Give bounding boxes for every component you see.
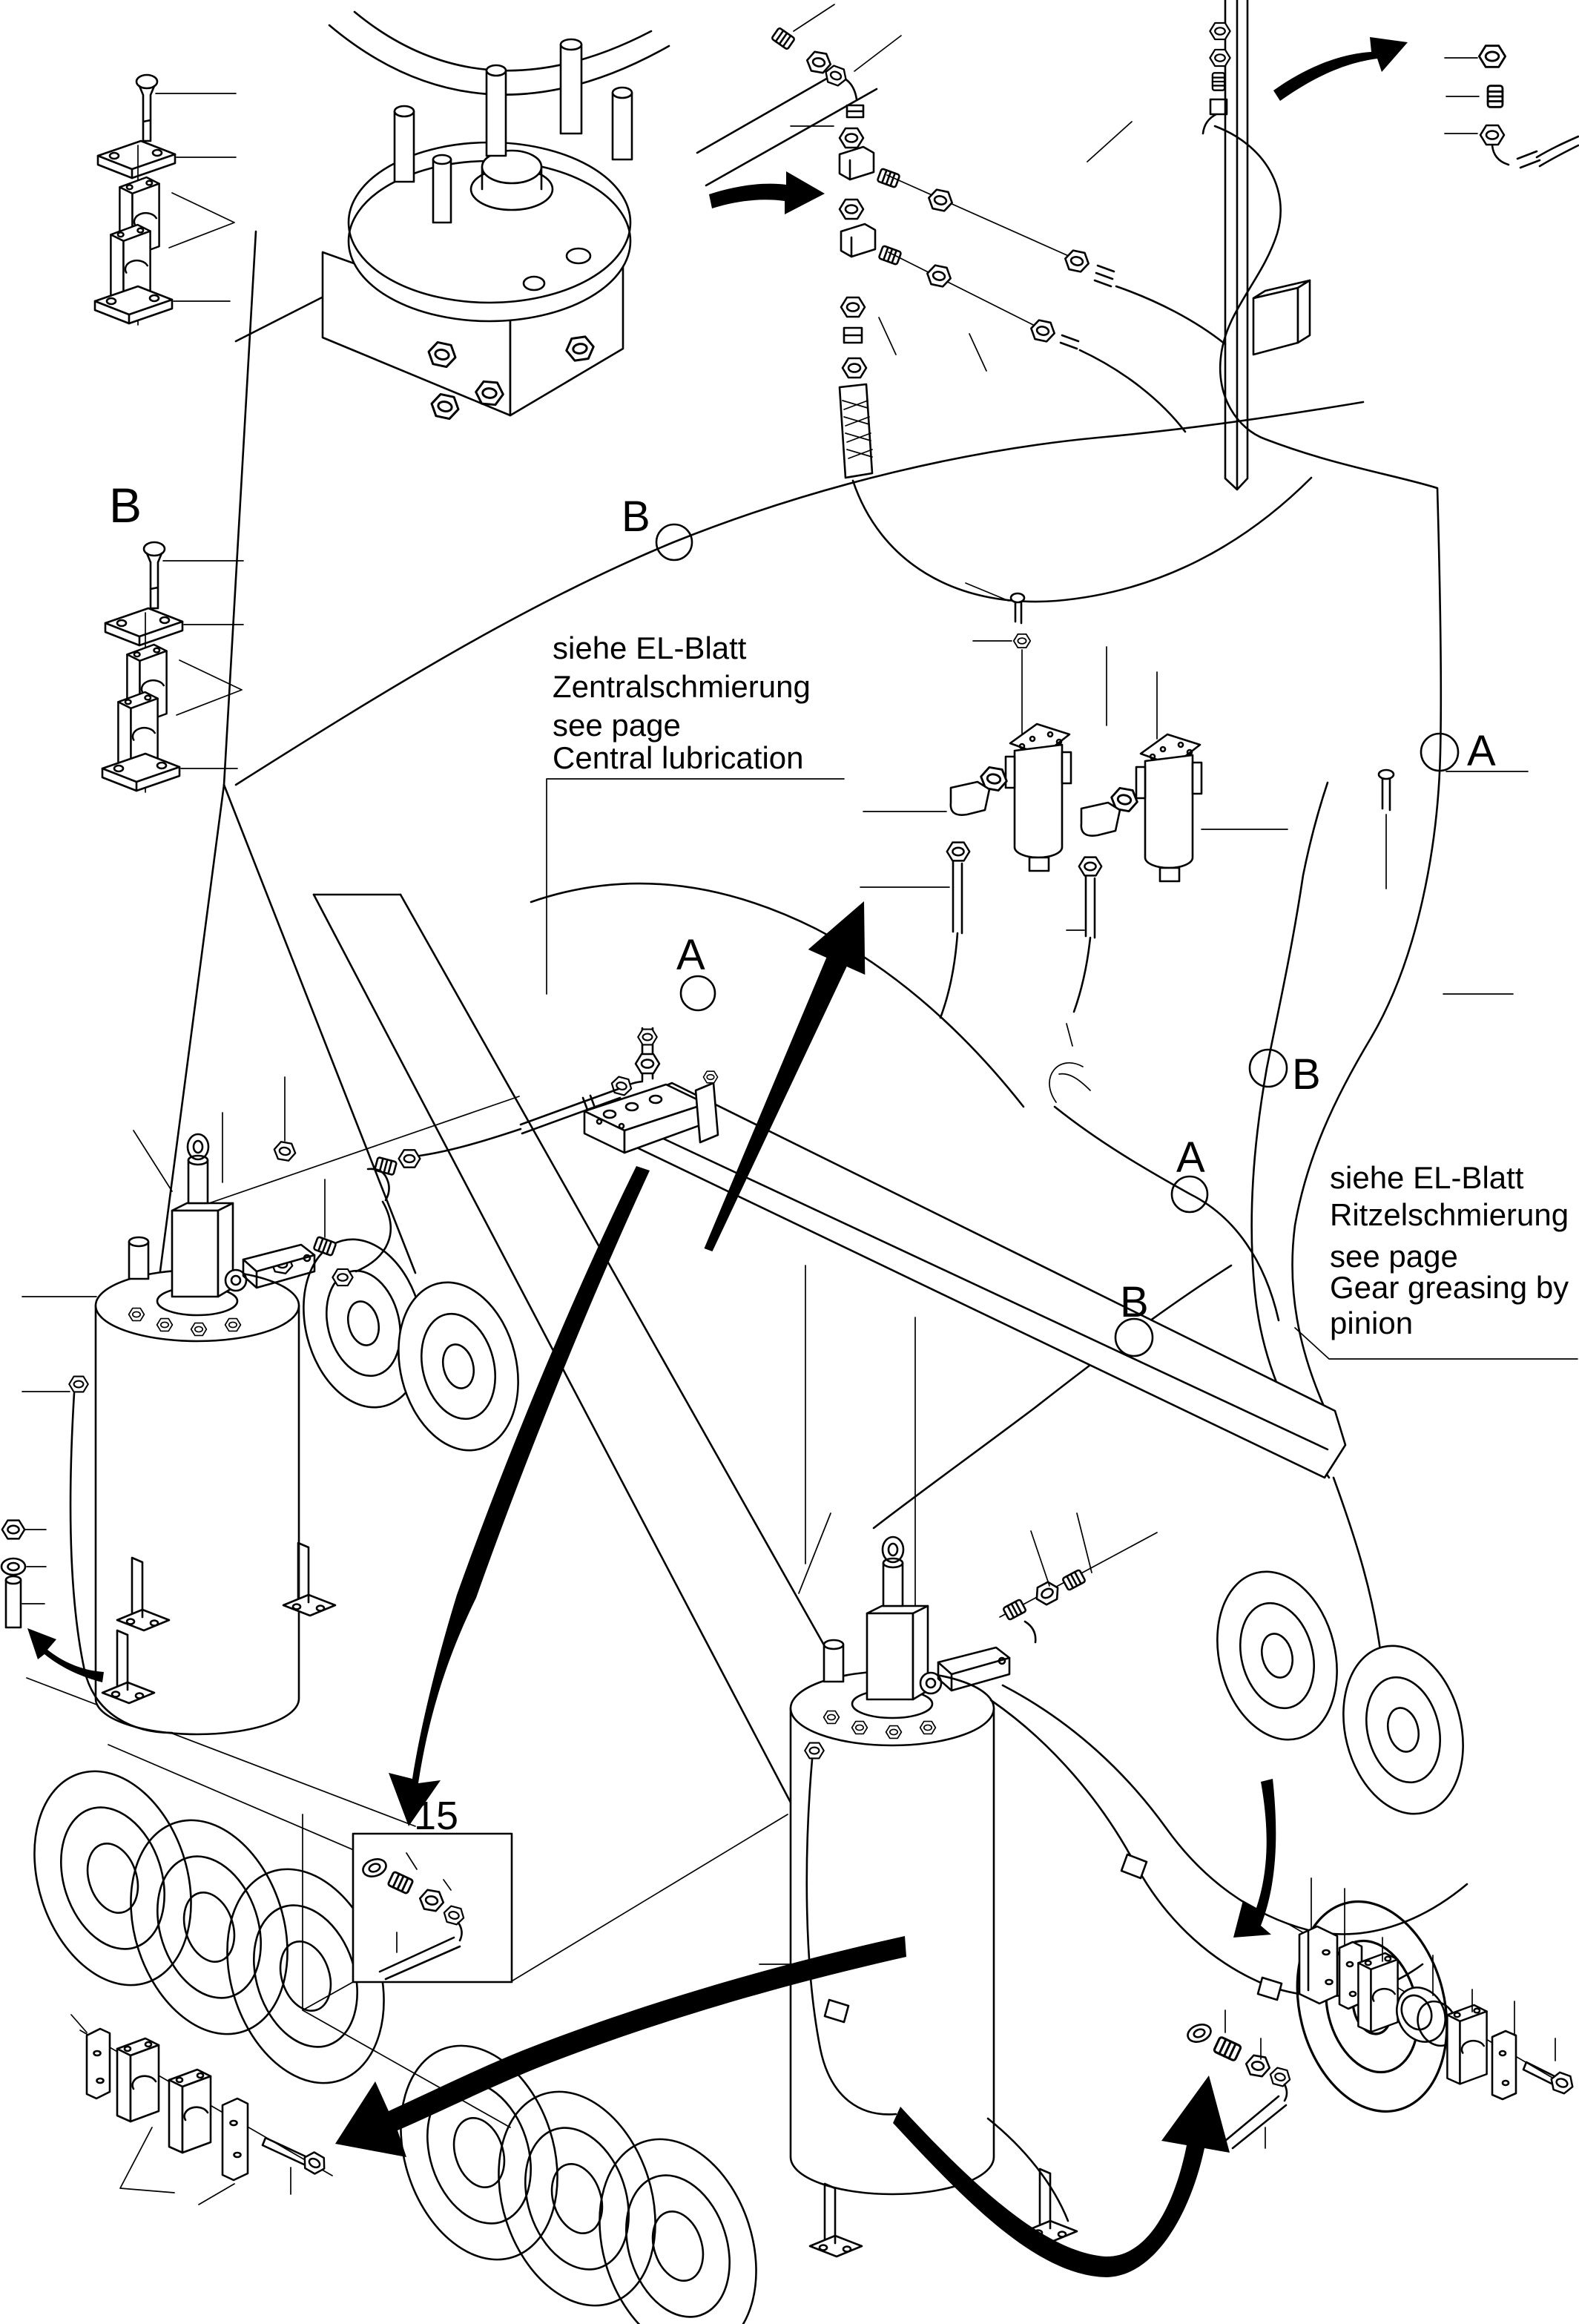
clamp-assembly-bottom-left: [70, 2014, 333, 2205]
ref-marker-circle-a-center: [679, 975, 716, 1012]
note-central-en-line2: Central lubrication: [553, 740, 804, 775]
ref-letter-b-top-left: B: [109, 478, 142, 533]
note-pinion-de-line1: siehe EL-Blatt: [1330, 1160, 1524, 1195]
arrow-to-filters: [704, 901, 866, 1251]
distributor-manifold: [332, 1027, 719, 1287]
ref-marker-circle-b-mid: [655, 523, 693, 562]
note-central-en-line1: see page: [553, 708, 681, 743]
note-central-lubrication: siehe EL-Blatt Zentralschmierung see pag…: [546, 631, 845, 995]
note-central-leader: [546, 778, 845, 995]
ref-letter-a-center: A: [676, 931, 705, 979]
bolt-set-left-edge: [0, 1519, 156, 1705]
note-pinion-de-line2: Ritzelschmierung: [1330, 1197, 1569, 1232]
note-pinion-en-line2: Gear greasing by: [1330, 1270, 1569, 1305]
arrow-to-fitting-chain: [709, 171, 825, 214]
grease-line-hoses: [234, 125, 1443, 1657]
note-central-de-line1: siehe EL-Blatt: [553, 631, 747, 665]
filter-unit-2: [1072, 733, 1203, 1013]
arrow-to-bottom-fitting-detail: [893, 2076, 1230, 2277]
detail-box-15: [352, 1832, 513, 1984]
ref-letter-a-mid-right: A: [1176, 1133, 1205, 1182]
ref-marker-circle-a-mid-right: [1170, 1175, 1209, 1214]
grease-pump-left: [22, 1130, 337, 1736]
ref-letter-b-low: B: [1120, 1278, 1149, 1326]
lubrication-fitting-chain: [770, 4, 1227, 479]
hose-fitting-detail-bottom: [1184, 2009, 1293, 2150]
reference-markers: B B A A B A B: [109, 478, 1496, 1357]
detail-number-15: 15: [414, 1794, 458, 1838]
arrow-to-top-right-fittings: [1273, 37, 1408, 101]
ref-marker-circle-a-right: [1420, 732, 1460, 772]
ref-letter-b-mid: B: [622, 493, 650, 541]
mast-post: [1201, 0, 1311, 491]
note-pinion-leader: [1294, 1327, 1578, 1360]
note-pinion-en-line3: pinion: [1330, 1306, 1413, 1340]
pump-head-left: [128, 1133, 316, 1337]
arrow-to-bottom-left-clamp: [335, 1936, 906, 2157]
note-pinion-en-line1: see page: [1330, 1239, 1458, 1274]
bolt-detail-right: [1377, 768, 1529, 995]
arrow-to-bottom-right-clamp: [1233, 1779, 1276, 1938]
note-gear-greasing: siehe EL-Blatt Ritzelschmierung see page…: [1294, 1160, 1578, 1360]
grease-filters: [860, 582, 1288, 1019]
pump-line-fittings: [208, 1076, 520, 1276]
braided-hose: [838, 383, 874, 479]
filter-unit-1: [939, 722, 1072, 1019]
ref-marker-circle-b-right: [1248, 1048, 1288, 1088]
swing-gearbox: [321, 38, 633, 421]
ref-letter-b-right: B: [1292, 1050, 1321, 1099]
note-central-de-line2: Zentralschmierung: [553, 669, 811, 704]
ref-letter-a-right: A: [1467, 727, 1496, 775]
gearbox-studs: [393, 38, 633, 224]
ref-marker-circle-b-low: [1114, 1317, 1154, 1357]
clamp-assembly-bottom-right: [1285, 1877, 1577, 2101]
arrow-to-left-bolt-set: [27, 1628, 104, 1682]
pump-head-center: [823, 1535, 1011, 1739]
fitting-detail-top-right: [1444, 45, 1579, 169]
